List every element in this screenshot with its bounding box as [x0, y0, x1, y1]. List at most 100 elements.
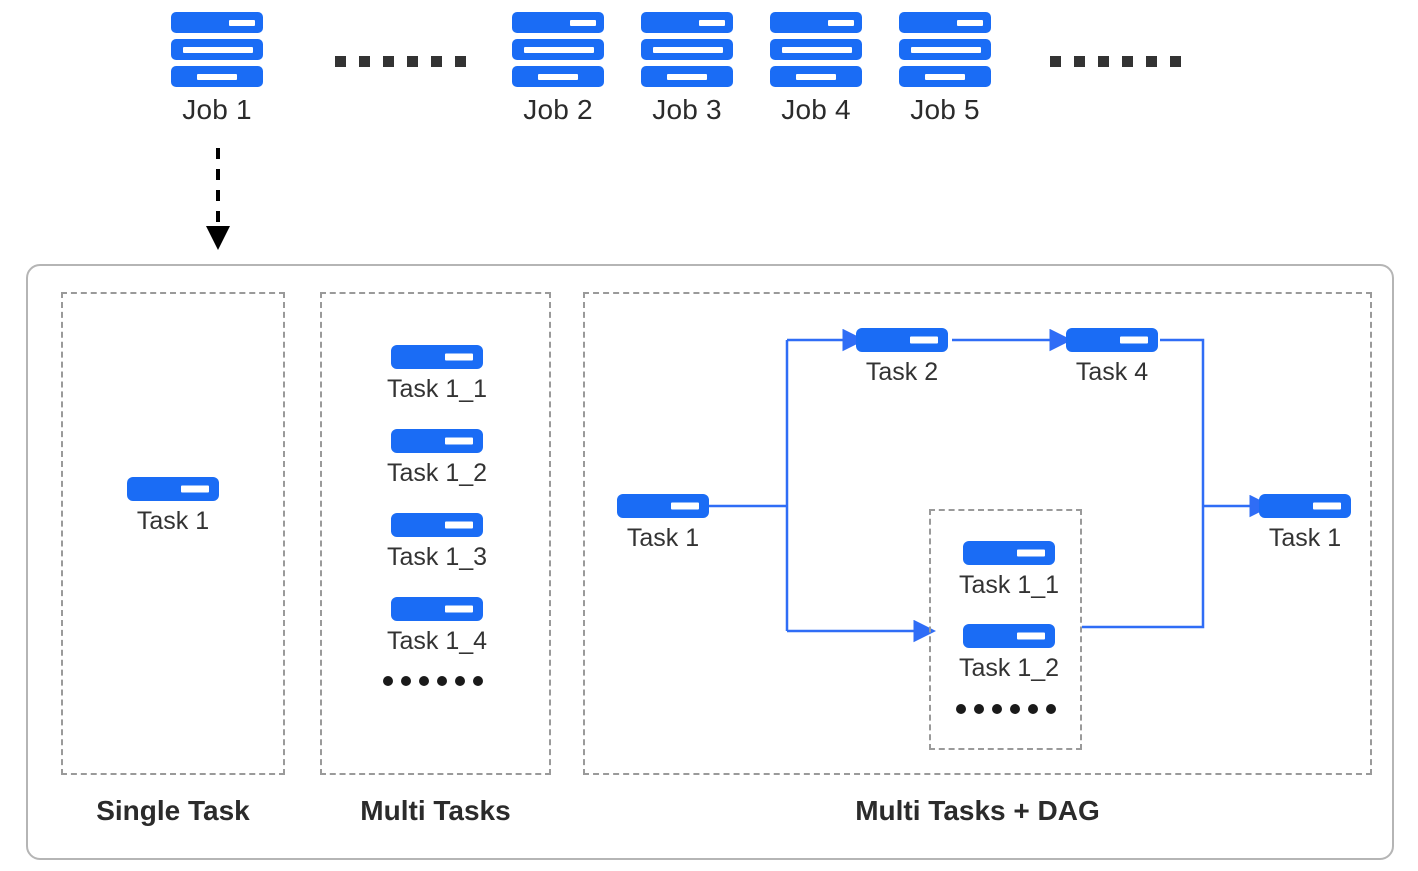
task-icon-slot — [1017, 549, 1046, 557]
ellipsis-dot — [974, 704, 984, 714]
ellipsis-dot — [383, 56, 394, 67]
job-bar-3 — [770, 66, 862, 87]
job-bar-slot — [828, 19, 854, 26]
task-icon-slot — [445, 437, 474, 445]
job-icon — [899, 12, 991, 87]
ellipsis-dot — [1010, 704, 1020, 714]
job-bar-slot — [183, 46, 253, 53]
task-node-dag-sub-1-2[interactable]: Task 1_2 — [959, 624, 1059, 683]
ellipsis-dot — [1098, 56, 1109, 67]
job-label: Job 1 — [182, 94, 252, 125]
task-label: Task 1_2 — [387, 459, 488, 487]
job-bar-1 — [171, 12, 263, 33]
task-node-dag-task-1-out[interactable]: Task 1 — [1259, 494, 1351, 553]
ellipsis-dot — [956, 704, 966, 714]
task-label: Task 1_4 — [387, 627, 488, 655]
ellipsis-dot — [1074, 56, 1085, 67]
task-node-multi-task-1-4[interactable]: Task 1_4 — [387, 597, 487, 656]
task-node-dag-task-4[interactable]: Task 4 — [1066, 328, 1158, 387]
task-node-dag-sub-1-1[interactable]: Task 1_1 — [959, 541, 1059, 600]
jobs-ellipsis-left — [335, 56, 466, 67]
dag-subgroup-box — [929, 509, 1082, 750]
ellipsis-dot — [1146, 56, 1157, 67]
task-icon — [963, 624, 1056, 648]
job-icon — [770, 12, 862, 87]
job-bar-3 — [171, 66, 263, 87]
task-icon-slot — [671, 502, 699, 510]
task-node-dag-task-1[interactable]: Task 1 — [617, 494, 709, 553]
panel-single-task — [61, 292, 285, 775]
task-label: Task 1_1 — [959, 571, 1060, 599]
job-bar-slot — [524, 46, 594, 53]
task-icon — [856, 328, 948, 352]
task-label: Task 1_3 — [387, 543, 488, 571]
job-icon — [641, 12, 733, 87]
job-node-job2[interactable]: Job 2 — [504, 12, 612, 126]
task-label: Task 1 — [136, 507, 210, 535]
task-label: Task 2 — [865, 358, 939, 386]
ellipsis-dot — [383, 676, 393, 686]
task-node-multi-task-1-3[interactable]: Task 1_3 — [387, 513, 487, 572]
task-label: Task 1_2 — [959, 654, 1060, 682]
job-node-job1[interactable]: Job 1 — [163, 12, 271, 126]
panel-caption-multi-tasks: Multi Tasks — [360, 795, 511, 826]
ellipsis-dot — [1046, 704, 1056, 714]
task-label: Task 4 — [1075, 358, 1149, 386]
multi-tasks-ellipsis — [383, 676, 483, 686]
ellipsis-dot — [992, 704, 1002, 714]
job-node-job4[interactable]: Job 4 — [762, 12, 870, 126]
job-bar-3 — [512, 66, 604, 87]
task-label: Task 1 — [1268, 524, 1342, 552]
job-icon — [512, 12, 604, 87]
task-icon — [391, 597, 484, 621]
ellipsis-dot — [1170, 56, 1181, 67]
ellipsis-dot — [437, 676, 447, 686]
job-bar-1 — [770, 12, 862, 33]
job-bar-slot — [911, 46, 981, 53]
dag-subgroup-ellipsis — [956, 704, 1056, 714]
ellipsis-dot — [1050, 56, 1061, 67]
job-bar-slot — [197, 73, 237, 80]
job-expansion-container — [26, 264, 1394, 860]
job-bar-slot — [957, 19, 983, 26]
job-node-job3[interactable]: Job 3 — [633, 12, 741, 126]
panel-caption-multi-tasks-dag: Multi Tasks + DAG — [855, 795, 1100, 826]
task-icon-slot — [445, 521, 474, 529]
job-label: Job 5 — [910, 94, 980, 125]
task-icon-slot — [445, 353, 474, 361]
ellipsis-dot — [1028, 704, 1038, 714]
job-bar-2 — [512, 39, 604, 60]
job-label: Job 3 — [652, 94, 722, 125]
task-label: Task 1 — [626, 524, 700, 552]
job-bar-slot — [653, 46, 723, 53]
job-icon — [171, 12, 263, 87]
job-bar-2 — [641, 39, 733, 60]
job-bar-1 — [899, 12, 991, 33]
task-node-single-task-1[interactable]: Task 1 — [127, 477, 219, 536]
ellipsis-dot — [1122, 56, 1133, 67]
ellipsis-dot — [455, 56, 466, 67]
job-node-job5[interactable]: Job 5 — [891, 12, 999, 126]
ellipsis-dot — [359, 56, 370, 67]
task-icon — [391, 429, 484, 453]
task-node-multi-task-1-2[interactable]: Task 1_2 — [387, 429, 487, 488]
task-icon-slot — [181, 485, 209, 493]
ellipsis-dot — [407, 56, 418, 67]
job-bar-slot — [796, 73, 836, 80]
panel-multi-tasks — [320, 292, 551, 775]
ellipsis-dot — [431, 56, 442, 67]
job-bar-slot — [699, 19, 725, 26]
task-icon-slot — [445, 605, 474, 613]
task-node-multi-task-1-1[interactable]: Task 1_1 — [387, 345, 487, 404]
task-label: Task 1_1 — [387, 375, 488, 403]
panel-caption-single-task: Single Task — [96, 795, 250, 826]
ellipsis-dot — [419, 676, 429, 686]
task-icon — [617, 494, 709, 518]
task-icon — [391, 513, 484, 537]
job-bar-slot — [782, 46, 852, 53]
job-bar-3 — [899, 66, 991, 87]
job-bar-2 — [899, 39, 991, 60]
task-node-dag-task-2[interactable]: Task 2 — [856, 328, 948, 387]
job-label: Job 4 — [781, 94, 851, 125]
